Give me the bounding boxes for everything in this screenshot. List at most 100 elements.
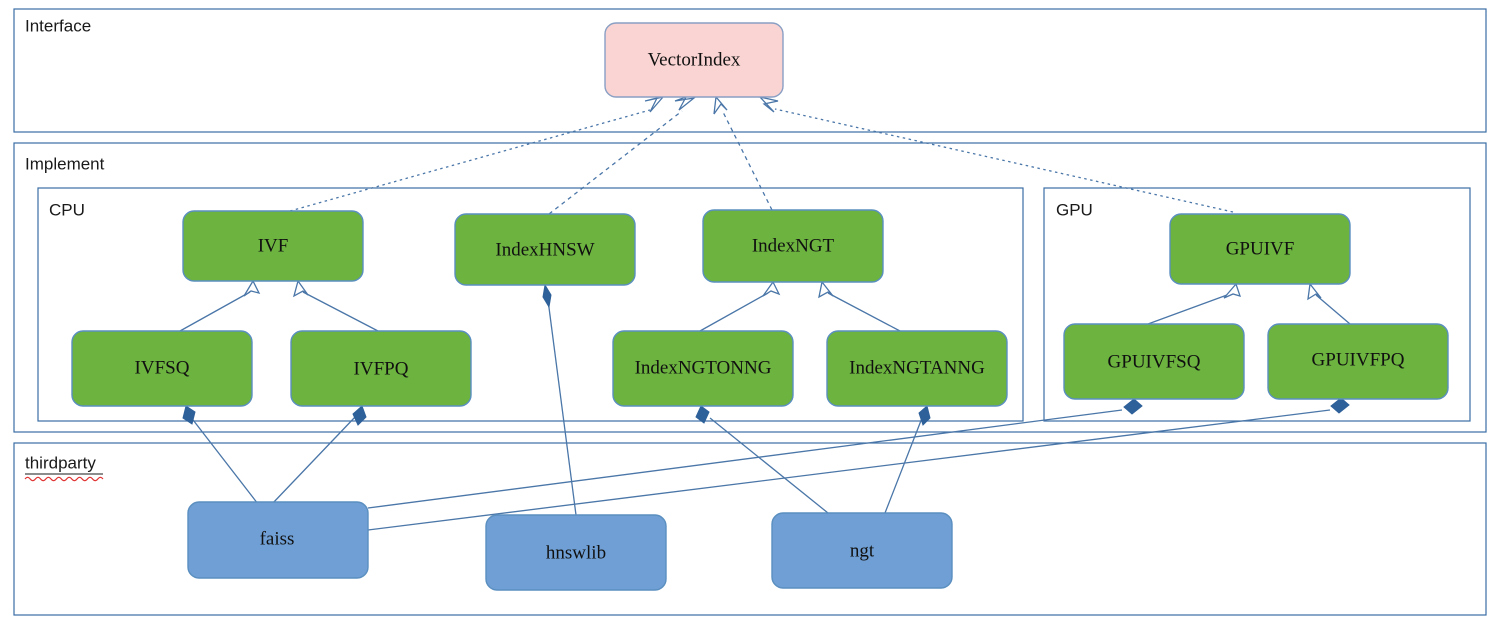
node-indexngtanng[interactable]: IndexNGTANNG — [826, 330, 1008, 407]
edge-line — [709, 417, 829, 514]
edge-line — [289, 109, 651, 212]
thirdparty-spellcheck-underline — [24, 476, 104, 482]
edge-line — [884, 417, 923, 514]
node-box[interactable] — [604, 22, 784, 98]
edge-line — [189, 415, 259, 505]
composition-diamond — [182, 405, 196, 425]
group-label-gpu: GPU — [1056, 200, 1093, 219]
node-box[interactable] — [182, 210, 364, 282]
edge-line — [699, 292, 769, 332]
composition-diamond — [695, 405, 710, 424]
node-hnswlib[interactable]: hnswlib — [485, 514, 667, 591]
node-box[interactable] — [702, 209, 884, 283]
edge-line — [827, 292, 901, 332]
realization-arrowhead — [758, 95, 779, 113]
node-label: IndexHNSW — [495, 239, 594, 260]
generalization-arrowhead — [762, 280, 781, 297]
edge-faiss-to-gpuivfsq — [367, 398, 1143, 509]
group-label-interface: Interface — [25, 16, 91, 35]
edge-faiss-to-ivfpq — [271, 405, 367, 505]
edges-composition — [182, 283, 1350, 531]
edge-ivf-to-vectorindex — [289, 95, 665, 212]
edge-line — [1147, 294, 1228, 325]
group-label-thirdparty: thirdparty — [25, 453, 96, 472]
edge-gpuivfpq-to-gpuivf — [1307, 282, 1351, 325]
edge-ngt-to-indexngtonng — [695, 405, 829, 514]
edge-gpuivfsq-to-gpuivf — [1147, 282, 1242, 325]
group-label-implement: Implement — [25, 154, 105, 173]
node-vectorindex[interactable]: VectorIndex — [604, 22, 784, 98]
node-box[interactable] — [826, 330, 1008, 407]
edge-line — [302, 291, 379, 332]
node-label: IVF — [258, 235, 289, 256]
node-ngt[interactable]: ngt — [771, 512, 953, 589]
node-box[interactable] — [71, 330, 253, 407]
edge-ngt-to-indexngtanng — [884, 405, 931, 514]
edge-line — [271, 415, 357, 505]
composition-diamond — [918, 405, 931, 426]
node-label: GPUIVF — [1226, 238, 1295, 259]
node-box[interactable] — [1267, 323, 1449, 400]
node-gpuivf[interactable]: GPUIVF — [1169, 213, 1351, 285]
node-ivf[interactable]: IVF — [182, 210, 364, 282]
node-label: IndexNGTONNG — [635, 357, 772, 378]
edge-indexngt-to-vectorindex — [713, 95, 773, 211]
nodes: VectorIndex IVF IndexHNSW IndexNGT GPUIV… — [71, 22, 1449, 591]
node-box[interactable] — [1169, 213, 1351, 285]
generalization-arrowhead — [818, 280, 834, 299]
composition-diamond — [542, 283, 552, 309]
node-gpuivfpq[interactable]: GPUIVFPQ — [1267, 323, 1449, 400]
composition-diamond — [1330, 397, 1350, 414]
node-ivfpq[interactable]: IVFPQ — [290, 330, 472, 407]
node-box[interactable] — [187, 501, 369, 579]
node-label: faiss — [260, 528, 295, 549]
node-indexngtonng[interactable]: IndexNGTONNG — [612, 330, 794, 407]
group-labels: Interface Implement CPU GPU thirdparty — [24, 16, 1093, 482]
node-label: IVFPQ — [354, 358, 409, 379]
generalization-arrowhead — [292, 279, 309, 298]
edge-line — [547, 299, 577, 516]
edge-line — [367, 409, 1123, 509]
edge-line — [367, 409, 1331, 531]
node-label: GPUIVFSQ — [1108, 351, 1201, 372]
composition-diamond — [1123, 398, 1143, 415]
realization-arrowhead — [713, 95, 728, 115]
node-indexhnsw[interactable]: IndexHNSW — [454, 213, 636, 286]
node-faiss[interactable]: faiss — [187, 501, 369, 579]
node-box[interactable] — [290, 330, 472, 407]
node-gpuivfsq[interactable]: GPUIVFSQ — [1063, 323, 1245, 400]
generalization-arrowhead — [1307, 282, 1322, 301]
edge-faiss-to-ivfsq — [182, 405, 259, 505]
node-indexngt[interactable]: IndexNGT — [702, 209, 884, 283]
edge-faiss-to-gpuivfpq — [367, 397, 1350, 531]
node-box[interactable] — [1063, 323, 1245, 400]
node-box[interactable] — [612, 330, 794, 407]
node-label: hnswlib — [546, 542, 606, 563]
edge-ivfsq-to-ivf — [179, 279, 261, 332]
node-label: GPUIVFPQ — [1312, 349, 1405, 370]
edge-line — [722, 111, 773, 211]
node-ivfsq[interactable]: IVFSQ — [71, 330, 253, 407]
edge-line — [179, 291, 251, 332]
edge-gpuivf-to-vectorindex — [758, 95, 1234, 213]
realization-arrowhead — [644, 95, 665, 113]
node-box[interactable] — [771, 512, 953, 589]
node-box[interactable] — [454, 213, 636, 286]
edge-line — [1315, 294, 1351, 325]
node-label: IVFSQ — [135, 357, 190, 378]
node-label: ngt — [850, 540, 875, 561]
edge-indexngtanng-to-indexngt — [818, 280, 901, 332]
edge-ivfpq-to-ivf — [292, 279, 379, 332]
group-label-cpu: CPU — [49, 200, 85, 219]
edge-indexngtonng-to-indexngt — [699, 280, 781, 332]
node-box[interactable] — [485, 514, 667, 591]
edges-realization — [289, 95, 1234, 215]
generalization-arrowhead — [243, 279, 261, 297]
edges-generalization — [179, 279, 1351, 332]
edge-line — [774, 108, 1234, 213]
node-label: VectorIndex — [648, 49, 741, 70]
node-label: IndexNGTANNG — [849, 357, 985, 378]
edge-hnswlib-to-indexhnsw — [542, 283, 577, 516]
